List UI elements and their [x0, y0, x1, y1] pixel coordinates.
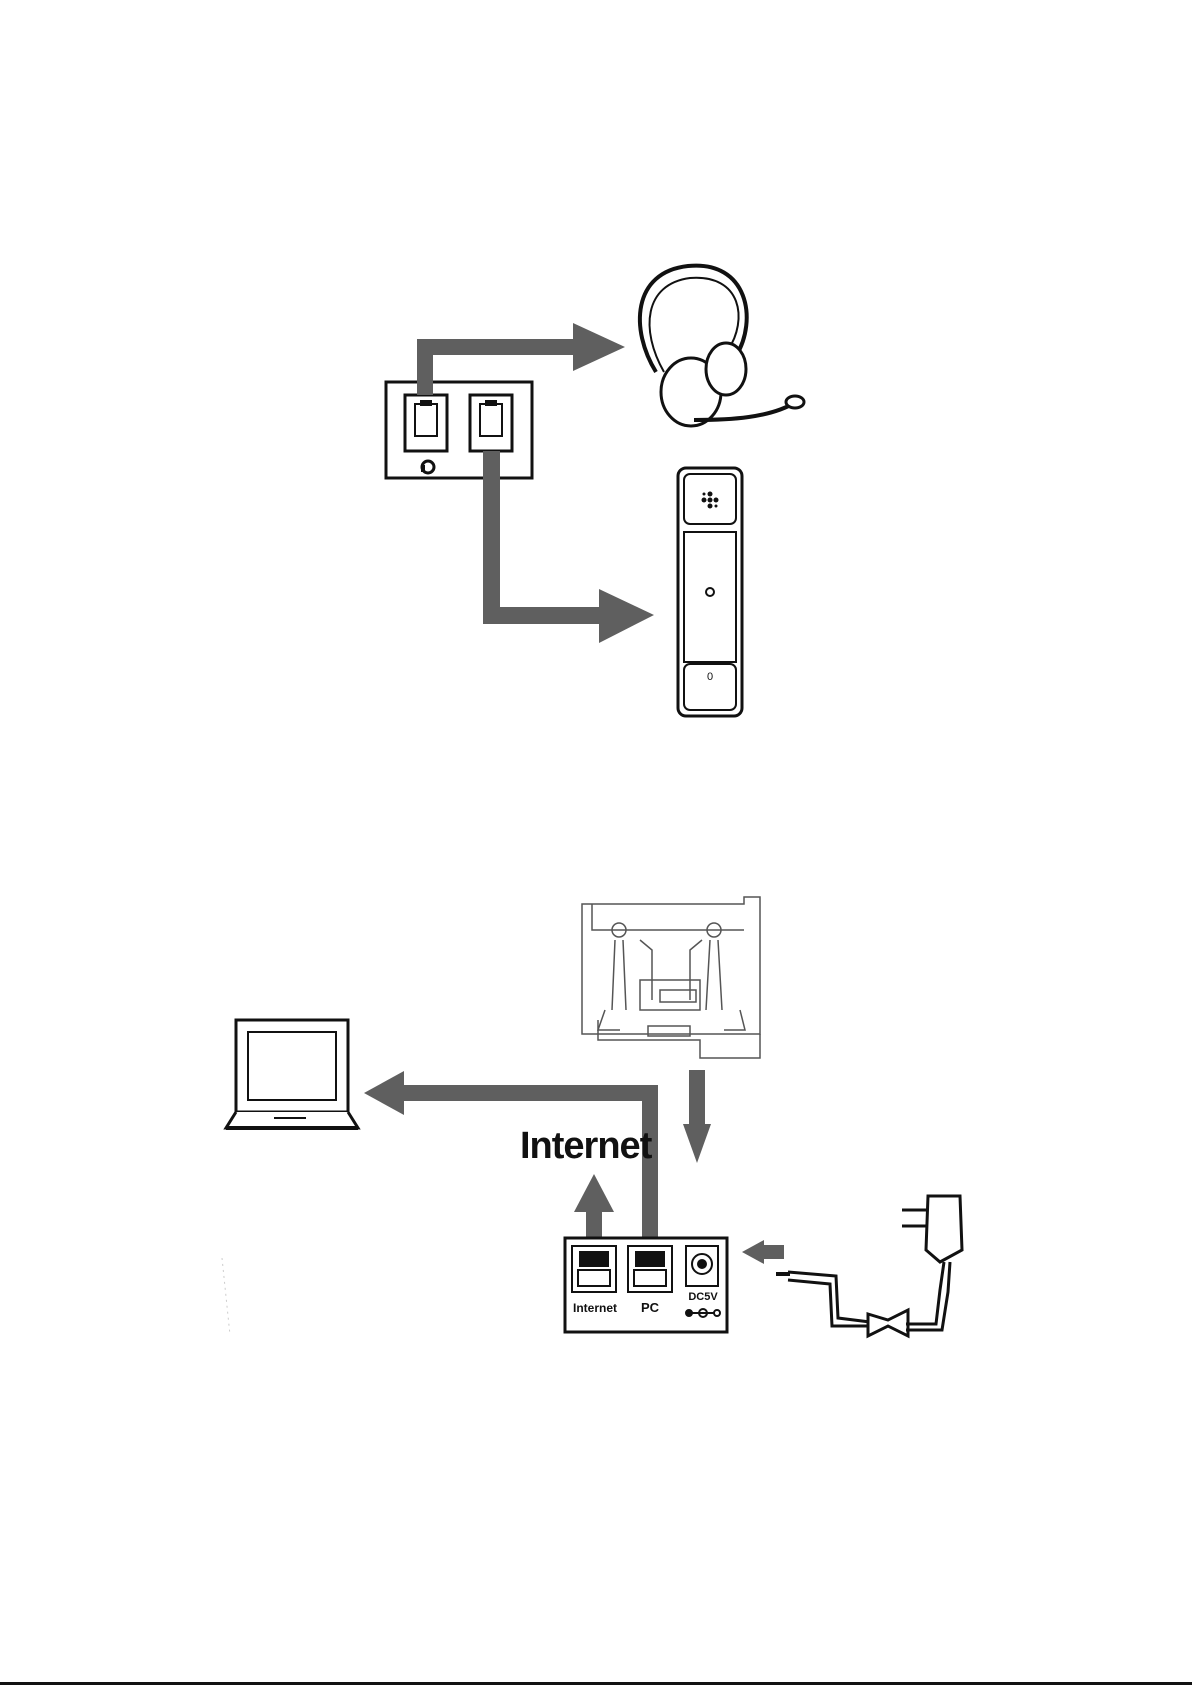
handset-icon: 0 [678, 468, 742, 716]
laptop-icon [226, 1020, 358, 1128]
faint-guide-line [222, 1258, 230, 1335]
internet-port-label: Internet [573, 1301, 617, 1315]
arrow-to-handset [483, 451, 654, 643]
power-adapter-icon [776, 1196, 962, 1336]
arrow-power-in [742, 1240, 784, 1264]
internet-annotation: Internet [520, 1125, 653, 1167]
handset-key-label: 0 [707, 671, 713, 683]
port-panel [386, 382, 532, 478]
pc-port [628, 1246, 672, 1292]
internet-port [572, 1246, 616, 1292]
headset-port [405, 395, 447, 451]
figure-network-power: Internet Internet PC [222, 897, 962, 1336]
dc-port-label: DC5V [688, 1291, 718, 1303]
arrow-down-to-ports [683, 1070, 711, 1163]
pc-port-label: PC [641, 1300, 660, 1315]
figure-headset-handset: 0 [386, 266, 804, 716]
headset-icon [640, 266, 804, 426]
port-block: Internet PC DC5V [565, 1238, 727, 1332]
dc-power-port [686, 1246, 718, 1286]
phone-base-icon [582, 897, 760, 1058]
handset-port [470, 395, 512, 451]
